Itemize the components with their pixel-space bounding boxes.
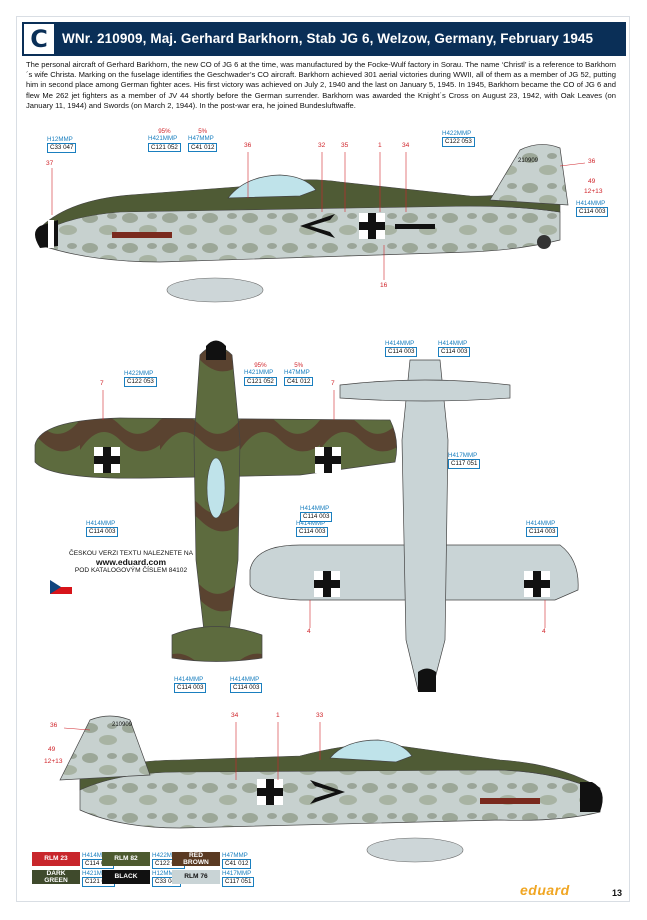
legend-chip-rlm23: RLM 23 [32, 852, 80, 866]
lower-callout-12-13: 12+13 [44, 758, 63, 765]
code-top-h422: H422MMP C122 053 [124, 370, 157, 387]
callout-16: 16 [380, 282, 388, 289]
bottom-view-plan [249, 359, 579, 692]
code-h47: 5% H47MMP C41 012 [188, 128, 218, 153]
eduard-logo: eduard [520, 882, 570, 898]
lower-callout-33: 33 [316, 712, 324, 719]
title-banner [22, 22, 626, 56]
side-view-profile-right [59, 715, 603, 863]
code-top-h421: 95% H421MMP C121 052 [244, 362, 277, 387]
callout-37: 37 [46, 160, 54, 167]
code-bot-h414c: H414MMP C114 003 [300, 505, 333, 522]
bot-callout-4-right: 4 [542, 628, 546, 635]
callout-34: 34 [402, 142, 410, 149]
page-number: 13 [612, 888, 623, 898]
profile-title: WNr. 210909, Maj. Gerhard Barkhorn, Stab… [62, 31, 594, 46]
lower-callout-1: 1 [276, 712, 280, 719]
top-callout-7-left: 7 [100, 380, 104, 387]
callout-32: 32 [318, 142, 326, 149]
code-bot-h414d: H414MMP C114 003 [526, 520, 559, 537]
callout-12-13: 12+13 [584, 188, 603, 195]
code-h422: H422MMP C122 053 [442, 130, 475, 147]
callout-1: 1 [378, 142, 382, 149]
code-bot-h417: H417MMP C117 051 [448, 452, 481, 469]
callout-36-tail: 36 [588, 158, 596, 165]
legend-chip-rlm82: RLM 82 [102, 852, 150, 866]
callout-36: 36 [244, 142, 252, 149]
legend-code-red-brown: H47MMP C41 012 [222, 852, 252, 869]
legend-code-rlm76: H417MMP C117 051 [222, 870, 255, 887]
bot-callout-4-left: 4 [307, 628, 311, 635]
legend-chip-rlm76: RLM 76 [172, 870, 220, 884]
lower-callout-49: 49 [48, 746, 56, 753]
code-top-h47: 5% H47MMP C41 012 [284, 362, 314, 387]
code-h421: 95% H421MMP C121 052 [148, 128, 181, 153]
legend-chip-black: BLACK [102, 870, 150, 884]
czech-note-url[interactable]: www.eduard.com [95, 557, 167, 568]
callout-49: 49 [588, 178, 596, 185]
czech-note-line3: POD KATALOGOVÝM ČÍSLEM 84102 [74, 566, 188, 574]
code-top-h414b: H414MMP C114 003 [296, 520, 329, 537]
czech-note: ČESKOU VERZI TEXTU NALEZNETE NA www.edua… [56, 550, 206, 575]
code-h414: H414MMP C114 003 [576, 200, 609, 217]
czech-flag-icon [50, 580, 72, 594]
code-bot-h414b: H414MMP C114 003 [438, 340, 471, 357]
profile-letter-badge: C [24, 24, 54, 54]
code-top-h414a: H414MMP C114 003 [86, 520, 119, 537]
side-view-profile [35, 144, 586, 303]
code-top-h414d: H414MMP C114 003 [230, 676, 263, 693]
top-callout-7-right: 7 [331, 380, 335, 387]
code-top-h414c: H414MMP C114 003 [174, 676, 207, 693]
lower-serial-number: 210909 [112, 722, 133, 728]
serial-number: 210909 [518, 158, 539, 164]
top-view-plan [34, 340, 397, 662]
lower-callout-36: 36 [50, 722, 58, 729]
profile-description: The personal aircraft of Gerhard Barkhor… [26, 60, 616, 110]
czech-note-line1: ČESKOU VERZI TEXTU NALEZNETE NA [68, 550, 194, 557]
lower-callout-34: 34 [231, 712, 239, 719]
callout-35: 35 [341, 142, 349, 149]
code-bot-h414a: H414MMP C114 003 [385, 340, 418, 357]
code-h12: H12MMP C33 047 [47, 136, 77, 153]
